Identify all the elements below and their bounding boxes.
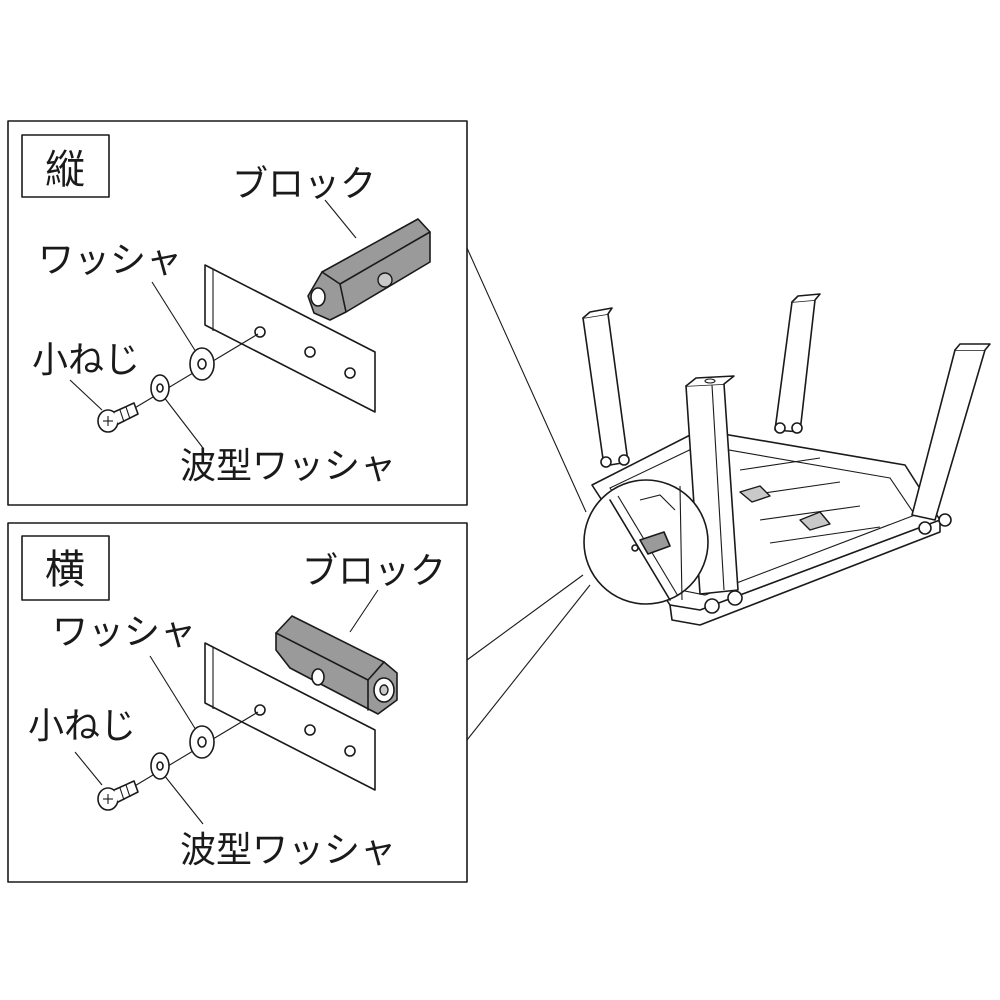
table-apron	[669, 519, 941, 626]
callout-line-bottom-2	[466, 584, 591, 741]
horizontal-panel-frame	[7, 522, 468, 883]
horizontal-wave-washer	[150, 752, 170, 780]
bracket-hole	[304, 346, 316, 358]
vertical-block-leader	[324, 199, 357, 239]
detail-magnifier	[583, 479, 709, 605]
vertical-mounting-panel: 縦 ブロック ワッシャ 小ねじ 波型ワッシャ	[7, 120, 468, 506]
horizontal-wave-washer-leader	[159, 769, 204, 825]
horizontal-screw	[97, 780, 139, 811]
horizontal-block-label: ブロック	[302, 551, 446, 592]
callout-lines	[466, 247, 591, 741]
table-leg	[774, 299, 816, 433]
vertical-washer	[189, 347, 215, 381]
vertical-bracket	[204, 264, 376, 413]
vertical-panel-frame	[7, 120, 468, 506]
horizontal-orientation-label: 横	[45, 547, 85, 593]
vertical-washer-label: ワッシャ	[38, 240, 182, 281]
bracket-hole	[344, 745, 356, 757]
bracket-hole	[304, 724, 316, 736]
horizontal-block	[275, 615, 398, 715]
horizontal-bracket	[204, 642, 376, 791]
horizontal-block-leader	[349, 589, 379, 633]
horizontal-screw-leader	[74, 751, 103, 786]
horizontal-washer-leader	[149, 655, 197, 731]
callout-line-top	[466, 247, 587, 513]
vertical-wave-washer-label: 波型ワッシャ	[180, 446, 396, 487]
horizontal-washer-label: ワッシャ	[52, 612, 196, 653]
vertical-orientation-label: 縦	[45, 147, 85, 193]
vertical-label-box	[21, 134, 110, 198]
horizontal-wave-washer-label: 波型ワッシャ	[180, 830, 396, 871]
table-leg	[582, 313, 629, 467]
vertical-washer-leader	[151, 281, 197, 353]
table-leg	[911, 349, 986, 521]
vertical-block	[307, 218, 431, 321]
horizontal-screw-label: 小ねじ	[28, 706, 136, 747]
detail-block	[639, 531, 671, 555]
vertical-screw-leader	[69, 379, 103, 411]
horizontal-label-box	[21, 535, 110, 601]
bracket-hole	[344, 367, 356, 379]
horizontal-mounting-panel: 横 ブロック ワッシャ 小ねじ 波型ワッシャ	[7, 522, 468, 883]
horizontal-washer	[189, 725, 215, 759]
vertical-screw-label: 小ねじ	[32, 340, 140, 381]
vertical-wave-washer-leader	[159, 391, 204, 449]
vertical-screw	[97, 402, 139, 433]
vertical-block-label: ブロック	[232, 164, 376, 205]
folding-table-illustration	[582, 293, 991, 626]
callout-line-bottom	[466, 574, 584, 661]
vertical-wave-washer	[150, 374, 170, 402]
